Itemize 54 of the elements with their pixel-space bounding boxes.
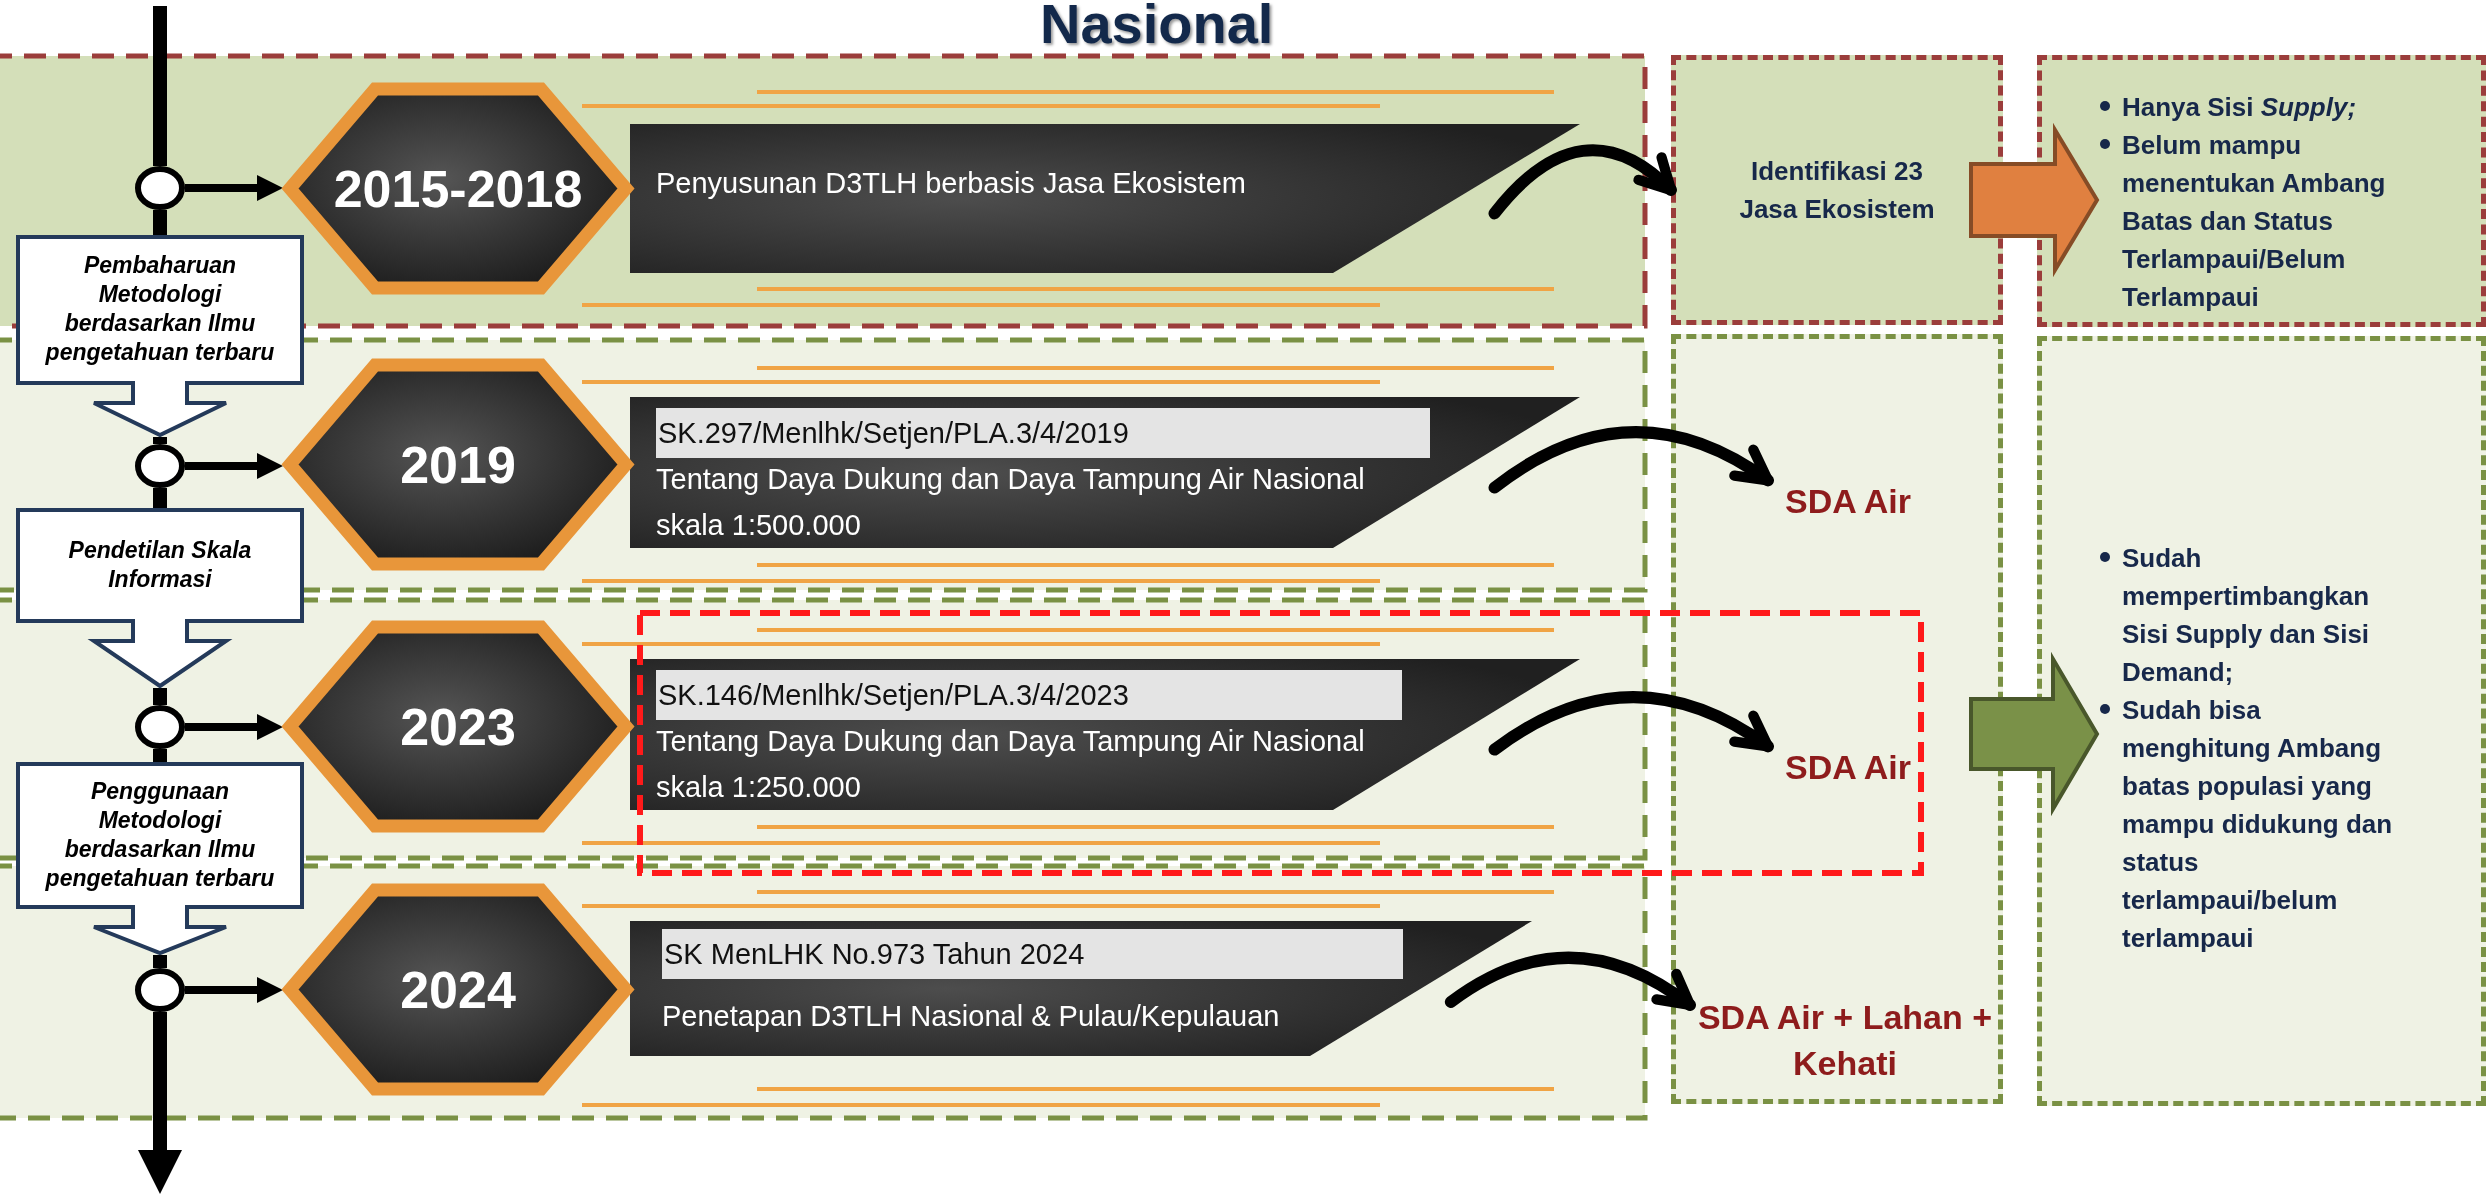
block-arrow <box>1969 651 2100 817</box>
bullet-text: Belum mampu menentukan Ambang Batas dan Status Terlampaui/Belum Terlampaui <box>2098 126 2393 316</box>
year-hexagon <box>283 82 633 295</box>
timeline-circle <box>135 968 185 1012</box>
dashed-panel <box>2037 55 2486 327</box>
year-label: 2015-2018 <box>333 162 583 215</box>
timeline-line <box>153 437 167 444</box>
timeline-line <box>153 210 167 235</box>
year-label: 2019 <box>400 438 516 491</box>
document-number: SK.146/Menlhk/Setjen/PLA.3/4/2023 <box>656 670 1402 720</box>
dashed-panel <box>1671 334 2003 1104</box>
banner-shape <box>630 397 1580 548</box>
bullet-text: Hanya Sisi Supply; <box>2098 88 2393 126</box>
timeline-line <box>153 749 167 762</box>
description-text: Penyusunan D3TLH berbasis Jasa Ekosistem <box>656 166 1247 201</box>
outcome-label: Identifikasi 23 Jasa Ekosistem <box>1738 155 1936 226</box>
timeline-line <box>153 955 167 968</box>
dashed-panel <box>1671 55 2003 325</box>
banner-shape <box>630 124 1580 273</box>
callout-box <box>16 235 304 437</box>
description-text: Penetapan D3TLH Nasional & Pulau/Kepulauan <box>662 999 1281 1034</box>
year-hexagon <box>283 358 633 571</box>
outcome-label: SDA Air <box>1785 747 1911 788</box>
year-hexagon <box>283 883 633 1096</box>
timeline-line <box>153 688 167 705</box>
timeline-circle <box>135 444 185 488</box>
callout-box <box>16 508 304 688</box>
curved-arrow <box>1444 951 1696 1011</box>
timeline-line <box>153 488 167 508</box>
banner-shape <box>630 921 1532 1056</box>
document-number: SK.297/Menlhk/Setjen/PLA.3/4/2019 <box>656 408 1430 458</box>
callout-text: Pendetilan Skala Informasi <box>67 535 253 594</box>
year-label: 2023 <box>400 700 516 753</box>
callout-text: Penggunaan Metodologi berdasarkan Ilmu pengetahuan terbaru <box>44 776 276 893</box>
banner-shape <box>630 659 1580 810</box>
bullet-text: Sudah mempertimbangkan Sisi Supply dan Sisi Demand; <box>2098 539 2403 691</box>
year-hexagon <box>283 620 633 833</box>
curved-arrow <box>1488 144 1677 220</box>
timeline-arrow <box>138 1012 182 1194</box>
timeline-circle <box>135 705 185 749</box>
outcome-label: SDA Air <box>1785 481 1911 522</box>
outcome-label: SDA Air + Lahan + Kehati <box>1696 997 1994 1084</box>
year-label: 2024 <box>400 963 516 1016</box>
document-number: SK MenLHK No.973 Tahun 2024 <box>662 929 1403 979</box>
callout-text: Pembaharuan Metodologi berdasarkan Ilmu pengetahuan terbaru <box>44 251 276 367</box>
title: Nasional <box>1040 0 1274 52</box>
bullet-text: Sudah bisa menghitung Ambang batas populasi yang mampu didukung dan status terlampaui/belum terlampaui <box>2098 691 2403 957</box>
description-text: Tentang Daya Dukung dan Daya Tampung Air Nasional skala 1:500.000 <box>656 462 1366 543</box>
dashed-panel <box>2037 336 2486 1106</box>
timeline-line <box>153 6 167 166</box>
callout-box <box>16 762 304 955</box>
description-text: Tentang Daya Dukung dan Daya Tampung Air Nasional skala 1:250.000 <box>656 724 1366 805</box>
block-arrow <box>1969 122 2100 278</box>
timeline-circle <box>135 166 185 210</box>
